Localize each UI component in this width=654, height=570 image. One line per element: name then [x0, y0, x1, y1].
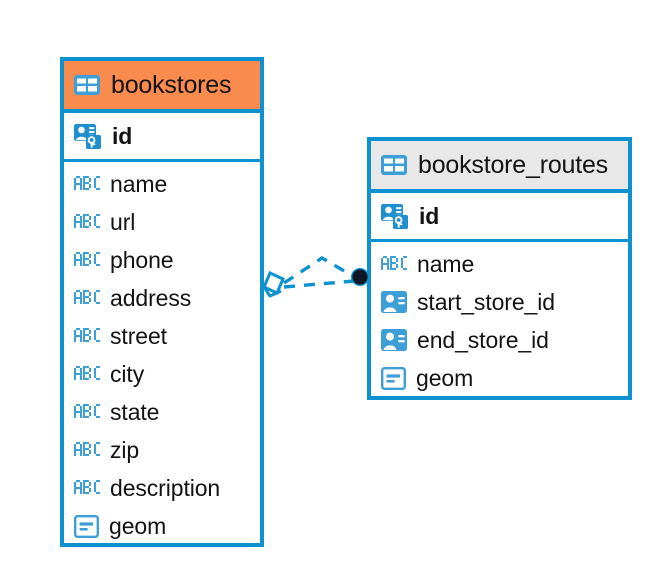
- abc-text-icon: [74, 214, 100, 228]
- field-label-name: name: [110, 170, 168, 197]
- field-row-name[interactable]: name: [381, 245, 628, 283]
- field-label-street: street: [110, 322, 167, 349]
- field-label-geom: geom: [416, 364, 474, 391]
- abc-text-icon: [74, 366, 100, 380]
- field-row-zip[interactable]: zip: [74, 431, 260, 469]
- field-row-id[interactable]: id: [381, 197, 628, 235]
- field-row-description[interactable]: description: [74, 469, 260, 507]
- field-label-end-store-id: end_store_id: [417, 326, 549, 353]
- abc-text-icon: [74, 328, 100, 342]
- table-bookstores-fields: name url: [64, 162, 260, 543]
- field-label-description: description: [110, 474, 221, 501]
- table-bookstore-routes-fields: name start_store_id: [371, 242, 628, 396]
- abc-text-icon: [74, 290, 100, 304]
- field-row-name[interactable]: name: [74, 165, 260, 203]
- field-row-id[interactable]: id: [74, 117, 260, 155]
- abc-text-icon: [74, 442, 100, 456]
- table-bookstore-routes-title: bookstore_routes: [418, 150, 608, 179]
- field-label-geom: geom: [109, 512, 167, 539]
- table-icon: [74, 75, 100, 95]
- primary-key-icon: [381, 204, 408, 229]
- field-row-end-store-id[interactable]: end_store_id: [381, 321, 628, 359]
- table-bookstores-title: bookstores: [111, 70, 232, 99]
- table-bookstore-routes[interactable]: bookstore_routes id: [367, 137, 632, 400]
- field-label-url: url: [110, 208, 136, 235]
- field-row-phone[interactable]: phone: [74, 241, 260, 279]
- field-label-zip: zip: [110, 436, 140, 463]
- primary-key-icon: [74, 124, 101, 149]
- field-row-geom[interactable]: geom: [381, 359, 628, 396]
- field-label-start-store-id: start_store_id: [417, 288, 555, 315]
- field-row-state[interactable]: state: [74, 393, 260, 431]
- field-row-street[interactable]: street: [74, 317, 260, 355]
- relationship-line-upper: [283, 256, 359, 285]
- table-bookstores-header[interactable]: bookstores: [64, 61, 260, 113]
- abc-text-icon: [74, 252, 100, 266]
- geometry-icon: [381, 366, 406, 390]
- field-row-url[interactable]: url: [74, 203, 260, 241]
- table-bookstore-routes-header[interactable]: bookstore_routes: [371, 141, 628, 193]
- field-row-geom[interactable]: geom: [74, 507, 260, 543]
- geometry-icon: [74, 514, 99, 538]
- abc-text-icon: [74, 404, 100, 418]
- field-label-phone: phone: [110, 246, 174, 273]
- abc-text-icon: [74, 176, 100, 190]
- field-row-address[interactable]: address: [74, 279, 260, 317]
- field-label-city: city: [110, 360, 145, 387]
- relationship-line-lower: [283, 279, 355, 289]
- field-label-name: name: [417, 250, 475, 277]
- abc-text-icon: [381, 256, 407, 270]
- field-label-address: address: [110, 284, 192, 311]
- field-label-id: id: [419, 202, 440, 229]
- field-row-city[interactable]: city: [74, 355, 260, 393]
- field-label-id: id: [112, 122, 133, 149]
- table-icon: [381, 155, 407, 175]
- foreign-key-icon: [381, 329, 407, 351]
- table-bookstores[interactable]: bookstores id: [60, 57, 264, 547]
- field-label-state: state: [110, 398, 160, 425]
- foreign-key-icon: [381, 291, 407, 313]
- table-bookstores-primary-key-block: id: [64, 113, 260, 162]
- field-row-start-store-id[interactable]: start_store_id: [381, 283, 628, 321]
- diamond-marker: [262, 270, 285, 298]
- table-bookstore-routes-primary-key-block: id: [371, 193, 628, 242]
- abc-text-icon: [74, 480, 100, 494]
